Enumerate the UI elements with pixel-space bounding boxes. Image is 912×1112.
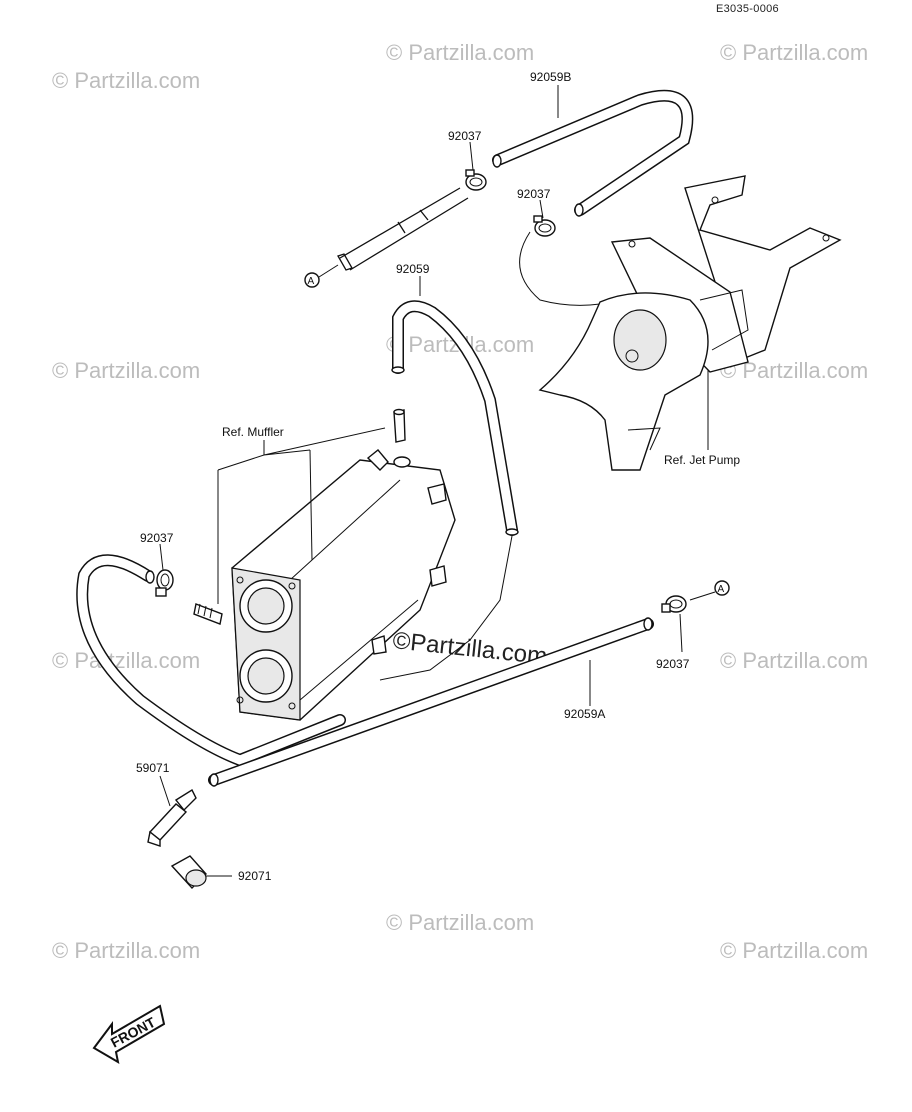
pipe-to-a (337, 187, 469, 271)
watermark-text: © Partzilla.com (386, 40, 534, 65)
marker-a-top: A (304, 264, 339, 288)
svg-text:A: A (308, 276, 315, 287)
watermark-text: © Partzilla.com (720, 648, 868, 673)
hose-end-cap (391, 366, 405, 374)
watermark-text: © Partzilla.com (720, 938, 868, 963)
hose-end-cap (643, 617, 653, 631)
hose-end-cap (145, 570, 155, 584)
hose-end-cap (492, 154, 502, 168)
hose-line (519, 231, 601, 306)
svg-text:A: A (718, 584, 725, 595)
hose-end-cap (574, 203, 584, 217)
label-92037-top-left: 92037 (448, 129, 482, 143)
cap-92071 (170, 855, 207, 890)
label-92071: 92071 (238, 869, 272, 883)
leader-line (539, 199, 544, 219)
leader-line (679, 613, 683, 653)
front-arrow-icon: FRONT (92, 1004, 166, 1064)
leader-line (159, 775, 171, 807)
watermark-text: © Partzilla.com (52, 648, 200, 673)
leader-line (469, 141, 474, 171)
leader-line (159, 543, 164, 571)
label-ref-jet-pump: Ref. Jet Pump (664, 453, 740, 467)
hose-92059b (492, 89, 694, 217)
clamp-right (661, 595, 687, 613)
diagram-code: E3035-0006 (716, 3, 779, 15)
watermark-text: © Partzilla.com (52, 68, 200, 93)
watermark-text: © Partzilla.com (52, 358, 200, 383)
ref-muffler-leaders (217, 427, 386, 604)
label-92037-right: 92037 (656, 657, 690, 671)
hose-end-cap (209, 773, 219, 787)
watermark-text: © Partzilla.com (386, 910, 534, 935)
marker-a-right: A (689, 580, 730, 601)
label-92059b: 92059B (530, 70, 571, 84)
clamp-left (155, 569, 174, 597)
hose-92059a (208, 617, 654, 787)
hose-line (379, 535, 513, 681)
label-92037-left: 92037 (140, 531, 174, 545)
label-92059a: 92059A (564, 707, 605, 721)
clamp-top-right (533, 215, 556, 237)
watermark-text: © Partzilla.com (52, 938, 200, 963)
fitting-59071 (147, 788, 197, 847)
label-92059: 92059 (396, 262, 430, 276)
label-92037-top-right: 92037 (517, 187, 551, 201)
hose-92059 (391, 300, 519, 536)
label-ref-muffler: Ref. Muffler (222, 425, 284, 439)
hose-loop-left (76, 554, 346, 767)
muffler (193, 408, 456, 721)
label-59071: 59071 (136, 761, 170, 775)
clamp-top-left (465, 169, 487, 191)
watermark-text: © Partzilla.com (720, 40, 868, 65)
hose-end-cap (505, 528, 519, 536)
jet-pump (538, 175, 842, 471)
